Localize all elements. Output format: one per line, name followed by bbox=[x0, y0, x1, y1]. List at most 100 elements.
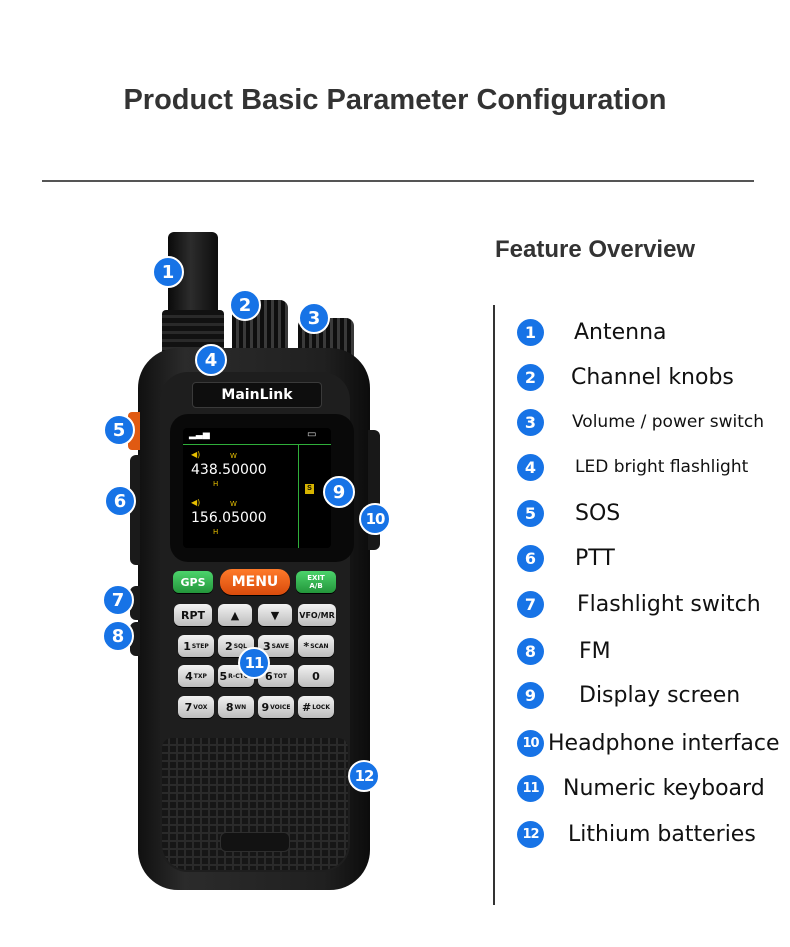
callout-2: 2 bbox=[229, 289, 261, 321]
key-4-sub: TXP bbox=[193, 672, 207, 680]
key-hash: #LOCK bbox=[298, 696, 334, 718]
key-0-num: 0 bbox=[312, 669, 320, 683]
top-separator bbox=[183, 444, 331, 445]
callout-9: 9 bbox=[323, 476, 355, 508]
battery-icon: ▭ bbox=[307, 429, 317, 440]
feature-item-fm: 8 FM bbox=[517, 637, 611, 665]
feature-label: Lithium batteries bbox=[568, 821, 756, 847]
feature-label: FM bbox=[579, 638, 611, 664]
flashlight-side-button bbox=[130, 586, 140, 620]
feature-badge: 7 bbox=[517, 590, 544, 618]
feature-item-led-flashlight: 4 LED bright flashlight bbox=[517, 453, 748, 481]
key-7-sub: VOX bbox=[193, 703, 208, 711]
callout-8: 8 bbox=[102, 620, 134, 652]
key-5-sub: R-CTCS bbox=[228, 672, 253, 680]
overview-divider bbox=[493, 305, 495, 905]
radio-illustration: MainLink ▂▃▅ ▭ ◀) W 438.50000 H ◀) W 156… bbox=[102, 232, 391, 890]
vfo-key: VFO/MR bbox=[298, 604, 336, 626]
callout-10: 10 bbox=[359, 503, 391, 535]
feature-item-ptt: 6 PTT bbox=[517, 544, 615, 572]
mark-h-b: H bbox=[213, 528, 219, 536]
exit-key: EXIT A/B bbox=[296, 571, 336, 593]
callout-12: 12 bbox=[348, 760, 380, 792]
key-1-sub: STEP bbox=[191, 642, 209, 650]
feature-label: Channel knobs bbox=[571, 364, 734, 390]
callout-3: 3 bbox=[298, 302, 330, 334]
key-0: 0 bbox=[298, 665, 334, 687]
vertical-separator bbox=[298, 444, 299, 548]
mark-w-b: W bbox=[230, 500, 237, 508]
feature-badge: 6 bbox=[517, 544, 544, 572]
feature-label: Volume / power switch bbox=[572, 412, 764, 432]
speaker-icon-b: ◀) bbox=[191, 498, 201, 507]
key-2-sub: SQL bbox=[233, 642, 247, 650]
feature-label: SOS bbox=[575, 500, 621, 526]
feature-label: Numeric keyboard bbox=[563, 775, 765, 801]
feature-label: LED bright flashlight bbox=[575, 457, 749, 477]
key-3-sub: SAVE bbox=[271, 642, 289, 650]
key-8-num: 8 bbox=[225, 700, 234, 714]
feature-badge: 9 bbox=[517, 681, 544, 709]
key-6-num: 6 bbox=[265, 669, 273, 683]
gps-key: GPS bbox=[173, 571, 213, 593]
feature-item-sos: 5 SOS bbox=[517, 499, 620, 527]
key-star-sub: SCAN bbox=[310, 642, 329, 650]
key-9-sub: VOICE bbox=[270, 703, 291, 711]
frequency-a: 438.50000 bbox=[191, 462, 267, 478]
key-1-num: 1 bbox=[183, 639, 191, 653]
down-key: ▼ bbox=[258, 604, 292, 626]
feature-badge: 5 bbox=[517, 499, 544, 527]
exit-key-label: EXIT bbox=[307, 574, 325, 582]
feature-item-lithium-batteries: 12 Lithium batteries bbox=[517, 820, 756, 848]
feature-item-volume-power: 3 Volume / power switch bbox=[517, 408, 764, 436]
exit-key-sub: A/B bbox=[309, 582, 323, 590]
feature-overview-heading: Feature Overview bbox=[495, 236, 696, 263]
feature-badge: 11 bbox=[517, 774, 544, 802]
fm-side-button bbox=[130, 622, 140, 656]
feature-badge: 2 bbox=[517, 363, 544, 391]
mark-w-a: W bbox=[230, 452, 237, 460]
mark-h-a: H bbox=[213, 480, 219, 488]
s-indicator: S bbox=[305, 484, 314, 494]
feature-badge: 12 bbox=[517, 820, 544, 848]
callout-6: 6 bbox=[104, 485, 136, 517]
feature-item-antenna: 1 Antenna bbox=[517, 318, 667, 346]
key-9-num: 9 bbox=[261, 700, 270, 714]
feature-item-numeric-keyboard: 11 Numeric keyboard bbox=[517, 774, 765, 802]
key-8-sub: WN bbox=[234, 703, 247, 711]
key-7-num: 7 bbox=[184, 700, 193, 714]
title-divider bbox=[42, 180, 754, 182]
feature-label: PTT bbox=[575, 545, 615, 571]
callout-7: 7 bbox=[102, 584, 134, 616]
key-hash-sub: LOCK bbox=[312, 703, 330, 711]
speaker-slot bbox=[220, 832, 290, 852]
feature-badge: 4 bbox=[517, 453, 544, 481]
key-3-num: 3 bbox=[263, 639, 271, 653]
brand-logo: MainLink bbox=[192, 382, 322, 408]
display-screen: ▂▃▅ ▭ ◀) W 438.50000 H ◀) W 156.05000 H … bbox=[183, 428, 331, 548]
frequency-b: 156.05000 bbox=[191, 510, 267, 526]
signal-icon: ▂▃▅ bbox=[189, 430, 210, 440]
feature-badge: 3 bbox=[517, 408, 544, 436]
key-star-sym: * bbox=[303, 639, 310, 653]
callout-5: 5 bbox=[103, 414, 135, 446]
callout-1: 1 bbox=[152, 256, 184, 288]
page-title: Product Basic Parameter Configuration bbox=[123, 84, 667, 116]
feature-item-channel-knobs: 2 Channel knobs bbox=[517, 363, 734, 391]
key-5-num: 5 bbox=[219, 669, 228, 683]
feature-label: Display screen bbox=[579, 682, 741, 708]
menu-key: MENU bbox=[220, 569, 290, 595]
feature-item-headphone: 10 Headphone interface bbox=[517, 729, 779, 757]
feature-item-flashlight-switch: 7 Flashlight switch bbox=[517, 590, 761, 618]
key-star: *SCAN bbox=[298, 635, 334, 657]
feature-badge: 10 bbox=[517, 729, 544, 757]
key-6-sub: TOT bbox=[273, 672, 287, 680]
speaker-icon-a: ◀) bbox=[191, 450, 201, 459]
feature-label: Antenna bbox=[574, 319, 667, 345]
